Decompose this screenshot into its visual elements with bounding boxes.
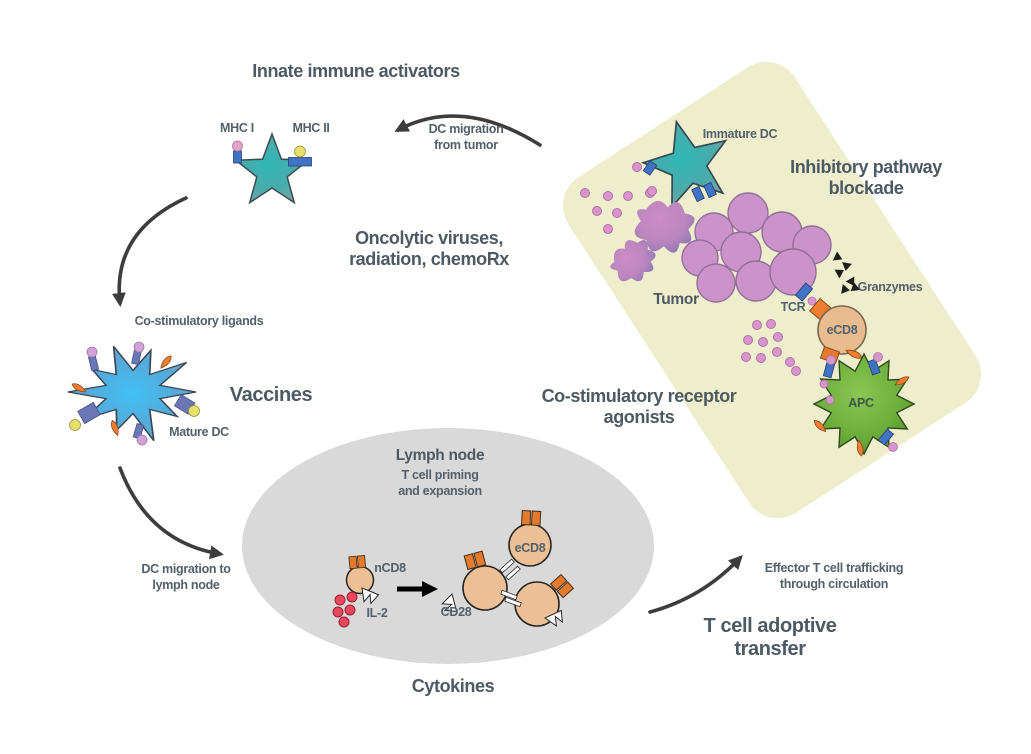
dendritic-cell-star-icon — [232, 133, 312, 204]
mature-dc-burst-icon — [67, 341, 200, 446]
costim-receptor-heading: Co-stimulatory receptor agonists — [541, 386, 737, 427]
cd28-label: CD28 — [440, 605, 472, 619]
lymph-node-title: Lymph node — [395, 447, 485, 464]
tumor-label: Tumor — [653, 291, 699, 308]
dc-migration-to-lymph-label: DC migration to lymph node — [141, 562, 231, 593]
il2-cytokine-dots-icon — [332, 591, 358, 628]
tumor-cell-cluster-icon — [681, 192, 832, 303]
arrow-effector-trafficking-icon — [648, 555, 743, 614]
mhc-i-label: MHC I — [220, 121, 254, 135]
adoptive-transfer-heading: T cell adoptive transfer — [703, 615, 837, 660]
vaccines-heading: Vaccines — [229, 384, 313, 406]
mhc-i-molecule-icon — [232, 140, 243, 164]
costimulatory-ligand-icons — [69, 341, 200, 446]
costimulatory-ligands-label: Co-stimulatory ligands — [134, 314, 264, 328]
arrow-dc-migration-from-tumor-icon — [394, 114, 542, 147]
tcr-label: TCR — [780, 300, 806, 314]
antigen-trail-dots-icon — [741, 319, 801, 376]
granzymes-label: Granzymes — [857, 280, 923, 294]
tumor-antigen-dots-icon — [580, 162, 657, 234]
effector-cd8-panel-cell-icon — [817, 305, 867, 355]
innate-activators-heading: Innate immune activators — [252, 61, 460, 81]
effector-trafficking-label: Effector T cell trafficking through circ… — [764, 561, 904, 592]
ecd8-lymph-label: eCD8 — [514, 541, 546, 555]
inhibitory-blockade-heading: Inhibitory pathway blockade — [790, 157, 942, 198]
cytokines-heading: Cytokines — [411, 676, 495, 696]
ncd8-label: nCD8 — [374, 561, 406, 575]
lymph-node-cells — [332, 510, 574, 630]
apc-label: APC — [848, 396, 874, 410]
immature-dc-star-icon — [634, 109, 740, 212]
oncolytic-heading: Oncolytic viruses, radiation, chemoRx — [349, 228, 509, 269]
apc-cell-icon — [811, 352, 915, 457]
arrow-dc-migration-to-lymph-icon — [118, 466, 224, 560]
cycle-arrows — [111, 114, 743, 614]
mature-dc-label: Mature DC — [169, 425, 229, 439]
lymph-node-subtitle: T cell priming and expansion — [398, 468, 482, 499]
mhc-ii-molecule-icon — [288, 145, 312, 167]
naive-cd8-t-cell-icon — [345, 565, 375, 595]
primed-t-cell-icon — [462, 565, 508, 611]
cell-connector-icons — [499, 558, 522, 608]
dc-migration-from-tumor-label: DC migration from tumor — [428, 122, 504, 153]
arrow-dc-maturation-icon — [111, 196, 188, 307]
ecd8-panel-label: eCD8 — [826, 323, 858, 337]
il2-label: IL-2 — [366, 606, 388, 620]
mhc-ii-label: MHC II — [292, 121, 330, 135]
immature-dc-label: Immature DC — [702, 127, 778, 141]
